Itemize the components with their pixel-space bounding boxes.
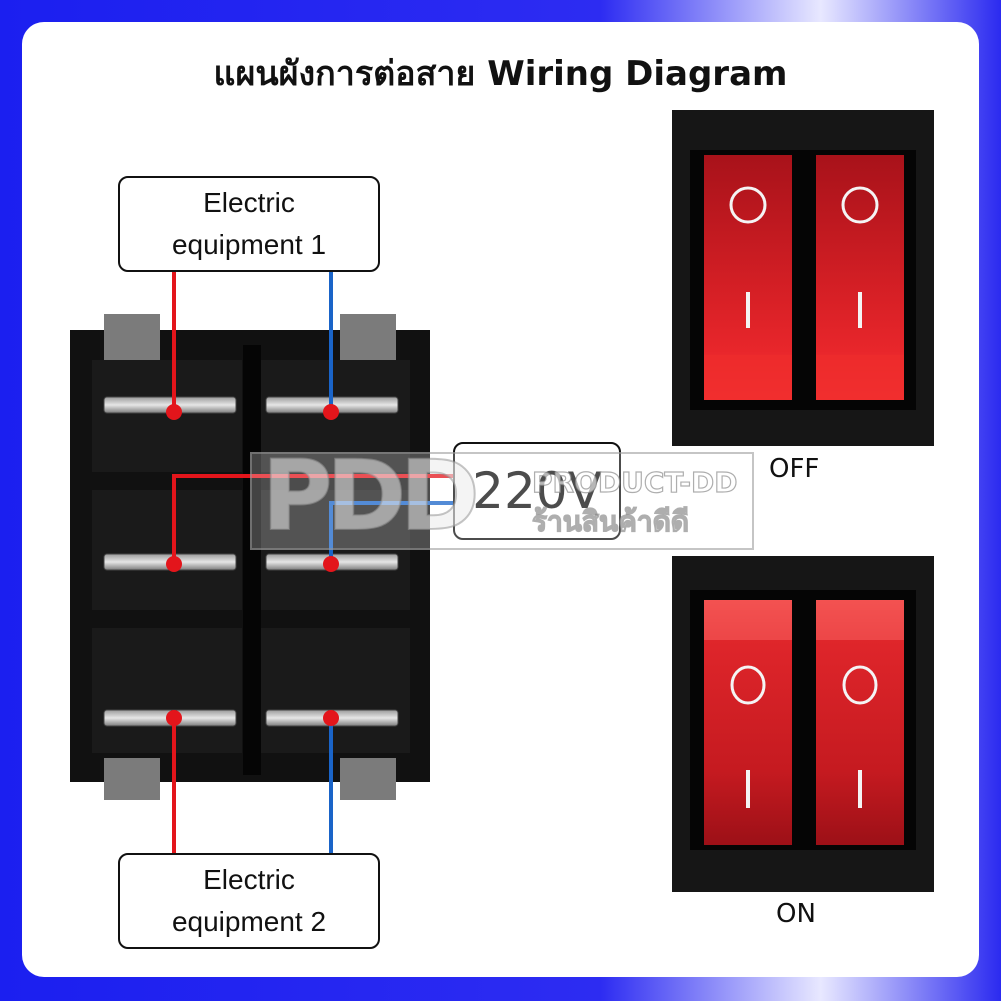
- terminal-dot: [166, 556, 182, 572]
- off-symbol-icon: [729, 186, 767, 224]
- rocker-switch-off: [672, 110, 934, 446]
- page-title: แผนผังการต่อสาย Wiring Diagram: [213, 54, 788, 94]
- mount-clip: [340, 758, 396, 800]
- connection-dots: [166, 404, 339, 726]
- voltage-label: 220V: [453, 442, 621, 540]
- watermark-line2: ร้านสินค้าดีดี: [531, 504, 689, 538]
- equipment-1-line2: equipment 1: [171, 229, 327, 260]
- terminal-dot: [166, 404, 182, 420]
- on-symbol-icon: [746, 770, 750, 808]
- on-symbol-icon: [746, 292, 750, 328]
- equipment-1-line1: Electric: [203, 187, 295, 218]
- terminal-dot: [323, 404, 339, 420]
- on-symbol-icon: [858, 292, 862, 328]
- rocker-switch-on: [672, 556, 934, 892]
- mount-clip: [104, 314, 160, 360]
- terminal-dot: [323, 556, 339, 572]
- off-symbol-icon: [842, 665, 878, 705]
- equipment-2-line2: equipment 2: [171, 906, 327, 937]
- mount-clip: [104, 758, 160, 800]
- off-symbol-icon: [730, 665, 766, 705]
- off-symbol-icon: [841, 186, 879, 224]
- watermark-line1: PRODUCT-DD: [531, 465, 738, 499]
- terminal-dot: [323, 710, 339, 726]
- off-state-label: OFF: [769, 454, 820, 484]
- equipment-2-label: Electric equipment 2: [118, 853, 380, 949]
- mount-clip: [340, 314, 396, 360]
- equipment-2-line1: Electric: [203, 864, 295, 895]
- on-state-label: ON: [776, 899, 816, 929]
- terminal-dot: [166, 710, 182, 726]
- on-symbol-icon: [858, 770, 862, 808]
- equipment-1-label: Electric equipment 1: [118, 176, 380, 272]
- voltage-text: 220V: [472, 462, 602, 520]
- live-wires: [172, 268, 455, 855]
- watermark-box: [250, 452, 754, 550]
- neutral-wires: [329, 268, 455, 855]
- watermark-logo: PDD: [261, 439, 481, 553]
